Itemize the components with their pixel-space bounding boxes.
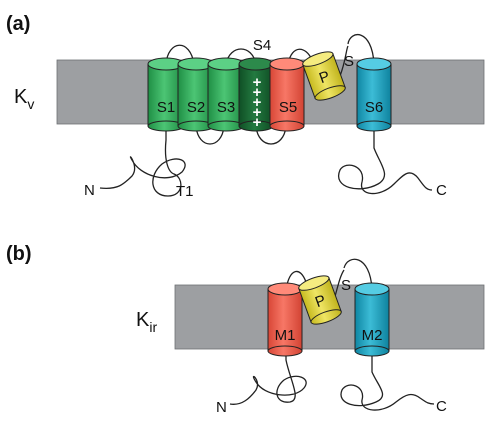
- panel-b-c-terminus-chain: [340, 350, 435, 411]
- segment-s4: S4 + + + + +: [238, 37, 274, 132]
- panel-b-channel-sub: ir: [149, 319, 157, 335]
- panel-a-n-terminus-chain: [99, 126, 186, 197]
- panel-a-n-terminus-label: N: [84, 182, 95, 199]
- panel-a-loop-p-s: [339, 45, 349, 77]
- panel-a-selectivity-label: S: [344, 53, 354, 70]
- panel-b-loop-s-m2: [343, 258, 373, 290]
- panel-a-channel-name: Kv: [14, 86, 34, 112]
- panel-a-channel-main: K: [14, 86, 28, 108]
- segment-s1-label: S1: [157, 99, 175, 116]
- panel-b-channel-name: Kir: [136, 309, 157, 335]
- segment-s4-label: S4: [253, 37, 271, 54]
- svg-text:Kir: Kir: [136, 309, 157, 335]
- segment-p-a: P: [302, 51, 346, 101]
- segment-s2-label: S2: [187, 99, 205, 116]
- segment-p-b: P: [298, 275, 342, 325]
- segment-s5-label: S5: [279, 99, 297, 116]
- segment-m2: M2: [354, 282, 390, 357]
- segment-s6: S6: [356, 57, 392, 132]
- segment-s5: S5: [269, 57, 305, 132]
- segment-m2-label: M2: [362, 327, 383, 344]
- panel-a-loop-s4-s5: [255, 125, 287, 145]
- segment-m1-label: M1: [275, 327, 296, 344]
- panel-a-c-terminus-chain: [337, 126, 433, 195]
- panel-a-t1-label: T1: [176, 183, 194, 200]
- panel-b-selectivity-label: S: [341, 277, 351, 294]
- segment-m1: M1: [267, 282, 303, 357]
- panel-a-loop-s2-s3: [195, 125, 225, 145]
- panel-a-c-terminus-label: C: [436, 182, 447, 199]
- segment-s6-label: S6: [365, 99, 383, 116]
- panel-a-label: (a): [6, 13, 30, 35]
- panel-a-channel-sub: v: [27, 96, 34, 112]
- segment-s3-label: S3: [217, 99, 235, 116]
- s4-charge-2: +: [253, 84, 262, 101]
- panel-b-label: (b): [6, 243, 32, 265]
- s4-charge-5: +: [253, 114, 262, 131]
- panel-b-n-terminus-chain: [229, 350, 307, 405]
- panel-b-c-terminus-label: C: [436, 398, 447, 415]
- s4-charge-3: +: [253, 94, 262, 111]
- panel-b-channel-main: K: [136, 309, 150, 331]
- svg-text:Kv: Kv: [14, 86, 34, 112]
- panel-b-n-terminus-label: N: [216, 399, 227, 416]
- s4-charge-1: +: [253, 74, 262, 91]
- s4-charge-4: +: [253, 104, 262, 121]
- panel-a-loop-s-s6: [347, 34, 375, 65]
